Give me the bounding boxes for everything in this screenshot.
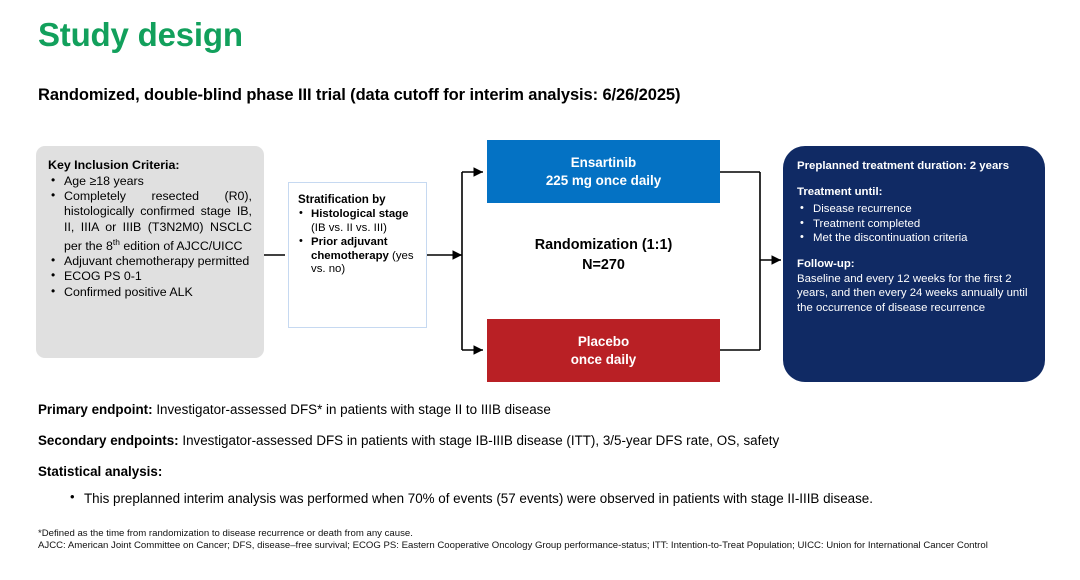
randomization-label: Randomization (1:1) N=270	[487, 230, 720, 280]
page-subtitle: Randomized, double-blind phase III trial…	[38, 86, 681, 104]
statistical-analysis-bullet: This preplanned interim analysis was per…	[68, 489, 1048, 507]
stratification-heading: Stratification by	[298, 193, 386, 206]
list-item: Adjuvant chemotherapy permitted	[48, 253, 252, 269]
list-item: Histological stage (IB vs. II vs. III)	[298, 207, 418, 235]
randomization-n: N=270	[582, 257, 625, 273]
inclusion-item-text: Age ≥18 years	[64, 174, 144, 188]
inclusion-item-text: Completely resected (R0), histologically…	[64, 189, 252, 253]
list-item: Met the discontinuation criteria	[797, 230, 1031, 246]
primary-endpoint-label: Primary endpoint:	[38, 402, 153, 417]
stratification-item-bold: Histological stage	[311, 208, 409, 220]
secondary-endpoint-label: Secondary endpoints:	[38, 433, 179, 448]
primary-endpoint-line: Primary endpoint: Investigator-assessed …	[38, 402, 1048, 418]
list-item: Treatment completed	[797, 216, 1031, 232]
list-item: Disease recurrence	[797, 201, 1031, 217]
arm-drug-name: Ensartinib	[570, 154, 637, 170]
footnotes: *Defined as the time from randomization …	[38, 528, 1048, 552]
statistical-analysis-label: Statistical analysis:	[38, 464, 163, 479]
study-design-diagram: Key Inclusion Criteria: Age ≥18 years Co…	[0, 132, 1080, 394]
stratification-box: Stratification by Histological stage (IB…	[288, 182, 427, 328]
inclusion-item-tail: edition of AJCC/UICC	[119, 238, 243, 253]
list-item: Age ≥18 years	[48, 173, 252, 189]
secondary-endpoint-line: Secondary endpoints: Investigator-assess…	[38, 433, 1048, 449]
arm-drug-name: Placebo	[577, 333, 630, 349]
treatment-duration-heading: Preplanned treatment duration: 2 years	[797, 160, 1010, 172]
list-item: Completely resected (R0), histologically…	[48, 188, 252, 254]
followup-label: Follow-up:	[797, 257, 855, 270]
superscript-th: th	[112, 236, 120, 247]
page-title: Study design	[38, 16, 243, 53]
footnote-definition: *Defined as the time from randomization …	[38, 528, 413, 539]
randomization-ratio: Randomization (1:1)	[534, 237, 673, 253]
connector-lines	[264, 167, 781, 355]
list-item: Confirmed positive ALK	[48, 284, 252, 300]
treatment-arm-placebo: Placebo once daily	[487, 319, 720, 382]
treatment-duration-box: Preplanned treatment duration: 2 years T…	[783, 146, 1045, 382]
statistical-analysis-line: Statistical analysis:	[38, 464, 1048, 480]
inclusion-item-text: Confirmed positive ALK	[64, 284, 193, 299]
endpoints-section: Primary endpoint: Investigator-assessed …	[38, 402, 1048, 507]
treatment-until-list: Disease recurrence Treatment completed M…	[797, 201, 1031, 246]
followup-text: Baseline and every 12 weeks for the firs…	[797, 272, 1028, 314]
stratification-item-normal: (yes vs. no)	[311, 249, 414, 276]
treatment-until-label: Treatment until:	[797, 186, 883, 198]
stratification-item-bold: Prior adjuvant chemotherapy	[311, 236, 389, 262]
treatment-arm-ensartinib: Ensartinib 225 mg once daily	[487, 140, 720, 203]
list-item: Prior adjuvant chemotherapy (yes vs. no)	[298, 235, 418, 277]
primary-endpoint-text: Investigator-assessed DFS* in patients w…	[152, 402, 551, 417]
stratification-list: Histological stage (IB vs. II vs. III) P…	[298, 207, 418, 277]
secondary-endpoint-text: Investigator-assessed DFS in patients wi…	[178, 433, 780, 448]
arm-dose: once daily	[570, 351, 637, 367]
inclusion-item-text: Adjuvant chemotherapy permitted	[64, 254, 250, 269]
inclusion-item-text: ECOG PS 0-1	[64, 269, 142, 284]
footnote-abbreviations: AJCC: American Joint Committee on Cancer…	[38, 540, 988, 552]
inclusion-criteria-box: Key Inclusion Criteria: Age ≥18 years Co…	[36, 146, 264, 358]
arm-dose: 225 mg once daily	[545, 172, 662, 188]
list-item: ECOG PS 0-1	[48, 268, 252, 284]
inclusion-criteria-list: Age ≥18 years Completely resected (R0), …	[48, 173, 252, 300]
stratification-item-normal: (IB vs. II vs. III)	[311, 221, 387, 234]
inclusion-criteria-heading: Key Inclusion Criteria:	[48, 158, 180, 172]
